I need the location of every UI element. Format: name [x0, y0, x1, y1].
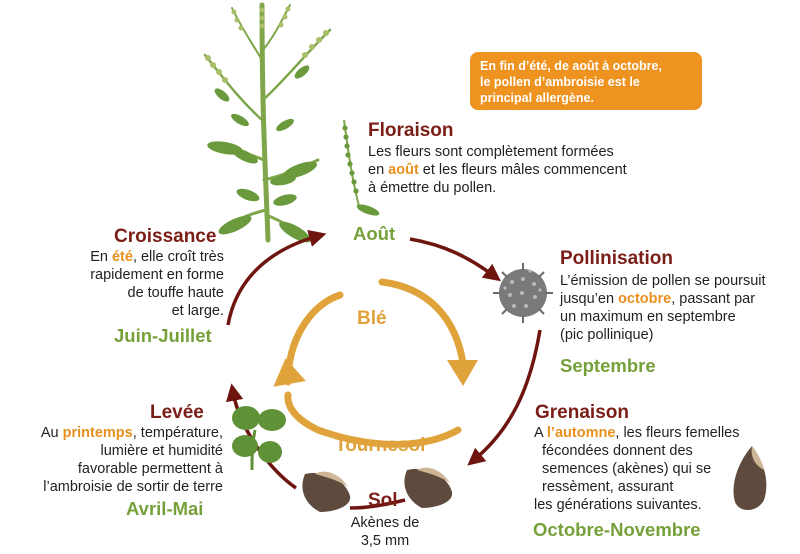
inner-label-ble: Blé	[357, 308, 387, 329]
floraison-line-1: Les fleurs sont complètement formées	[368, 144, 614, 160]
callout-line-2: le pollen d’ambroisie est le	[480, 75, 640, 89]
levee-line-3: favorable permettent à	[77, 461, 223, 477]
grenaison-title: Grenaison	[535, 402, 629, 423]
ragweed-flower-spikes	[205, 6, 329, 83]
grenaison-line-4: ressèment, assurant	[542, 479, 674, 495]
pollinisation-line-1: L’émission de pollen se poursuit	[560, 273, 766, 289]
seed-icon-right	[404, 467, 453, 508]
pollinisation-line-2a: jusqu’en	[560, 291, 619, 307]
croissance-highlight: été	[111, 249, 133, 265]
pollinisation-text: L’émission de pollen se poursuit jusqu’e…	[560, 272, 798, 344]
floraison-line-2b: et les fleurs mâles commencent	[418, 162, 627, 178]
inner-arrowheads	[273, 358, 478, 387]
grenaison-line-5: les générations suivantes.	[534, 497, 702, 513]
levee-text: Au printemps, température, lumière et hu…	[0, 424, 223, 496]
pollinisation-line-2: jusqu’en octobre, passant par	[560, 290, 798, 308]
pollinisation-highlight: octobre	[618, 291, 672, 307]
callout-line-1: En fin d’été, de août à octobre,	[480, 59, 662, 73]
levee-title: Levée	[150, 402, 204, 423]
floraison-line-2: en août et les fleurs mâles commencent	[368, 161, 688, 179]
levee-line-1b: , température,	[132, 425, 223, 441]
sol-title: Sol	[368, 490, 398, 511]
croissance-line-3: de touffe haute	[127, 285, 225, 301]
croissance-line-1b: , elle croît très	[132, 249, 224, 265]
ble-arrowhead	[447, 360, 478, 386]
seed-icon-left	[302, 471, 351, 512]
floraison-period: Août	[353, 223, 396, 244]
croissance-title: Croissance	[114, 226, 217, 247]
sol-line-2: 3,5 mm	[360, 533, 410, 549]
croissance-line-2: rapidement en forme	[90, 267, 224, 283]
grenaison-line-2: fécondées donnent des	[542, 443, 693, 459]
arrow-grenaison-to-sol	[349, 498, 406, 510]
grenaison-line-3: semences (akènes) qui se	[542, 461, 712, 477]
arrow-ble	[378, 278, 467, 367]
grenaison-line-1: A l’automne, les fleurs femelles	[534, 424, 744, 442]
croissance-line-1a: En	[90, 249, 112, 265]
floraison-title: Floraison	[368, 120, 454, 141]
pollen-grain-icon	[493, 263, 553, 323]
levee-line-1a: Au	[40, 425, 63, 441]
floraison-text: Les fleurs sont complètement formées en …	[368, 143, 688, 197]
levee-period: Avril-Mai	[126, 498, 204, 519]
levee-line-4: l’ambroisie de sortir de terre	[43, 479, 223, 495]
sol-line-1: Akènes de	[350, 515, 420, 531]
pollinisation-title: Pollinisation	[560, 248, 673, 269]
arrow-pollinisation-to-grenaison	[467, 329, 542, 466]
grenaison-line-1a: A	[534, 425, 547, 441]
arrow-aout-to-pollinisation	[409, 237, 502, 282]
levee-line-2: lumière et humidité	[100, 443, 224, 459]
arrow-tournesol-return	[284, 291, 344, 386]
flower-spike-illustration	[342, 119, 380, 216]
levee-highlight: printemps	[62, 425, 133, 441]
pollinisation-line-4: (pic pollinique)	[560, 327, 654, 343]
inner-cycle-arrows	[284, 278, 467, 448]
pollinisation-line-2b: , passant par	[671, 291, 756, 307]
levee-line-1: Au printemps, température,	[0, 424, 223, 442]
grenaison-highlight: l’automne	[546, 425, 616, 441]
croissance-line-1: En été, elle croît très	[60, 248, 224, 266]
arrow-croissance-to-aout	[226, 229, 327, 326]
grenaison-line-1b: , les fleurs femelles	[615, 425, 740, 441]
ragweed-leaves	[207, 65, 318, 243]
croissance-line-4: et large.	[171, 303, 224, 319]
callout-line-3: principal allergène.	[480, 91, 594, 105]
grenaison-text: A l’automne, les fleurs femelles fécondé…	[534, 424, 744, 514]
outer-cycle-arrows	[225, 229, 542, 510]
floraison-line-2a: en	[368, 162, 389, 178]
seedling-icon	[232, 406, 286, 471]
pollinisation-line-3: un maximum en septembre	[560, 309, 736, 325]
allergen-callout: En fin d’été, de août à octobre, le poll…	[470, 52, 702, 110]
seed-icon-grenaison	[733, 446, 767, 511]
croissance-period: Juin-Juillet	[114, 325, 212, 346]
floraison-line-3: à émettre du pollen.	[368, 180, 497, 196]
tournesol-arrowhead	[273, 358, 306, 387]
grenaison-period: Octobre-Novembre	[533, 519, 701, 540]
inner-label-tournesol: Tournesol	[335, 435, 426, 456]
pollinisation-period: Septembre	[560, 355, 656, 376]
ragweed-plant-illustration	[203, 2, 332, 243]
arrow-tournesol-arc	[284, 391, 462, 448]
floraison-highlight: août	[388, 162, 419, 178]
croissance-text: En été, elle croît très rapidement en fo…	[60, 248, 224, 320]
sol-text: Akènes de 3,5 mm	[335, 514, 435, 550]
